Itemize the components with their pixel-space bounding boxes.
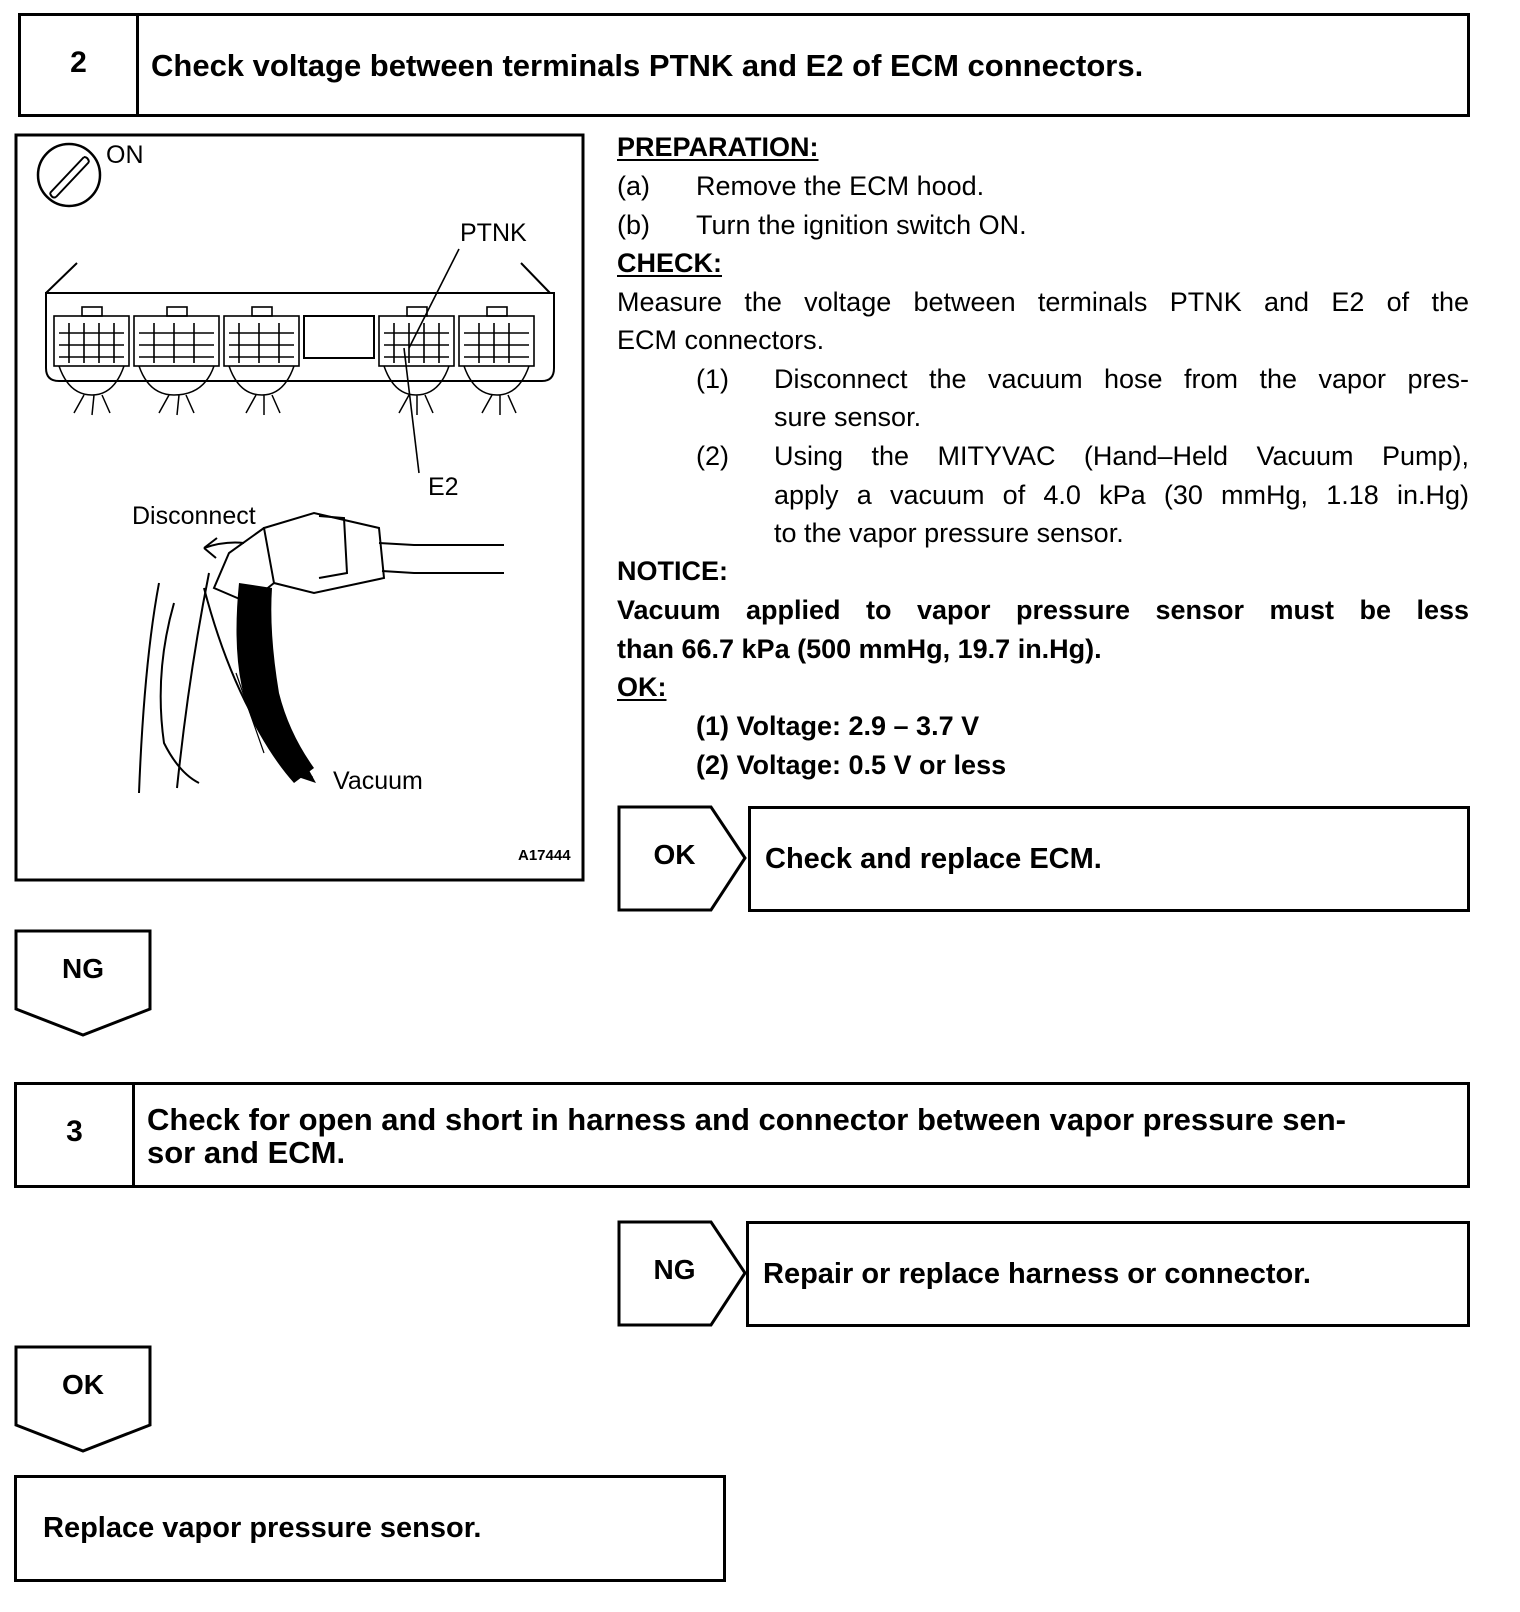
preparation-item-b: (b) Turn the ignition switch ON.	[617, 206, 1027, 244]
check-sub-marker: (2)	[696, 441, 729, 471]
result-ng-action-text: Repair or replace harness or connector.	[763, 1257, 1311, 1290]
step-title-line: Check for open and short in harness and …	[147, 1102, 1346, 1137]
branch-ok-tag: OK	[14, 1345, 152, 1453]
result-ng-tag: NG	[617, 1220, 747, 1327]
ok-spec-heading-text: OK:	[617, 672, 667, 702]
step-title-text: Check voltage between terminals PTNK and…	[151, 48, 1144, 83]
step-3-header: 3 Check for open and short in harness an…	[14, 1082, 1470, 1188]
right-arrow-tag-shape	[617, 805, 747, 912]
result-ok-label: OK	[653, 839, 696, 870]
ok-spec-line: (1) Voltage: 2.9 – 3.7 V	[696, 711, 980, 741]
ok-spec-line: (2) Voltage: 0.5 V or less	[696, 750, 1007, 780]
preparation-item-a: (a) Remove the ECM hood.	[617, 167, 984, 205]
step-title: Check voltage between terminals PTNK and…	[139, 16, 1467, 114]
ecm-connector-figure: ON PTNK E2 Disconnect Vacuum A17444	[14, 133, 587, 885]
check-sub-text: Using the MITYVAC (Hand–Held Vacuum Pump…	[774, 441, 1469, 471]
wire-bundles	[58, 365, 530, 416]
notice-text: Vacuum applied to vapor pressure sensor …	[617, 595, 1469, 625]
list-marker: (b)	[617, 210, 650, 240]
ptnk-label: PTNK	[460, 219, 527, 247]
check-text-line: Measure the voltage between terminals PT…	[617, 287, 1469, 317]
down-arrow-tag-shape	[14, 929, 152, 1037]
check-sub-marker: (1)	[696, 364, 729, 394]
disconnect-label: Disconnect	[132, 502, 256, 530]
result-ok-tag: OK	[617, 805, 747, 912]
list-item-text: Turn the ignition switch ON.	[696, 210, 1027, 240]
ok-spec-heading: OK:	[617, 668, 667, 706]
ecm-illustration: ON PTNK E2 Disconnect Vacuum A17444	[14, 133, 585, 882]
e2-label: E2	[428, 473, 459, 501]
check-heading: CHECK:	[617, 244, 722, 282]
vacuum-label: Vacuum	[333, 767, 423, 795]
check-sub-text: sure sensor.	[774, 402, 922, 432]
vapor-pressure-sensor	[138, 511, 504, 794]
branch-ok-label: OK	[62, 1369, 104, 1400]
result-ok-action-text: Check and replace ECM.	[765, 842, 1102, 875]
list-item-text: Remove the ECM hood.	[696, 171, 985, 201]
terminal-leader-lines	[403, 248, 460, 474]
step-title: Check for open and short in harness and …	[135, 1085, 1467, 1185]
step-number-text: 2	[70, 46, 87, 79]
check-sub-text: apply a vacuum of 4.0 kPa (30 mmHg, 1.18…	[774, 480, 1469, 510]
step-title-line: sor and ECM.	[147, 1135, 346, 1170]
final-action: Replace vapor pressure sensor.	[14, 1475, 726, 1582]
step-2-header: 2 Check voltage between terminals PTNK a…	[18, 13, 1470, 117]
notice-text: than 66.7 kPa (500 mmHg, 19.7 in.Hg).	[617, 634, 1102, 664]
notice-heading: NOTICE:	[617, 556, 728, 586]
step-number: 3	[17, 1085, 135, 1185]
vacuum-hose	[235, 583, 316, 783]
preparation-heading: PREPARATION:	[617, 128, 819, 166]
preparation-heading-text: PREPARATION:	[617, 132, 819, 162]
check-heading-text: CHECK:	[617, 248, 722, 278]
result-ok-action: Check and replace ECM.	[748, 806, 1470, 912]
ecm-unit	[45, 262, 555, 382]
branch-ng-label: NG	[62, 953, 104, 984]
instructions-panel: PREPARATION: (a) Remove the ECM hood. (b…	[617, 128, 1469, 808]
step-number: 2	[21, 16, 139, 114]
ecm-connectors	[53, 306, 535, 367]
check-sub-text: to the vapor pressure sensor.	[774, 518, 1124, 548]
check-text-line: ECM connectors.	[617, 325, 825, 355]
ignition-on-label: ON	[106, 141, 144, 169]
final-action-text: Replace vapor pressure sensor.	[43, 1512, 482, 1544]
ignition-key-icon	[36, 142, 102, 208]
down-arrow-tag-shape	[14, 1345, 152, 1453]
right-arrow-tag-shape	[617, 1220, 747, 1327]
figure-id: A17444	[518, 847, 571, 864]
check-sub-text: Disconnect the vacuum hose from the vapo…	[774, 364, 1469, 394]
result-ng-action: Repair or replace harness or connector.	[746, 1221, 1470, 1327]
step-number-text: 3	[66, 1115, 83, 1148]
list-marker: (a)	[617, 171, 650, 201]
result-ng-label: NG	[653, 1254, 696, 1285]
branch-ng-tag: NG	[14, 929, 152, 1037]
